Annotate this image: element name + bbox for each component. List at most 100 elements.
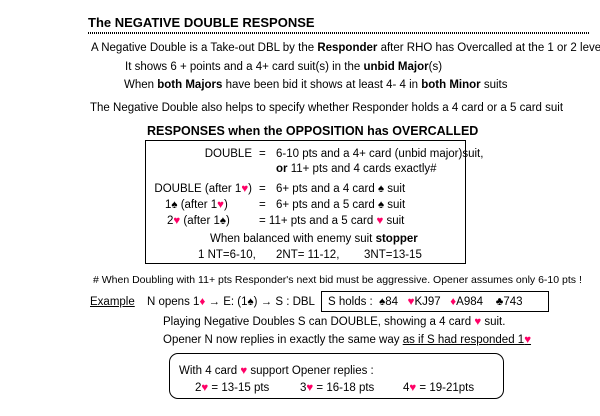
text-segment: It shows 6 + points and a 4+ card suit(s… xyxy=(125,61,364,73)
spade-icon: ♠ xyxy=(171,199,178,211)
text-segment: ) xyxy=(223,199,228,211)
text-segment: (after 1 xyxy=(177,199,218,211)
text-segment: A Negative Double is a Take-out DBL by t… xyxy=(91,42,318,54)
responses-heading: RESPONSES when the OPPOSITION has OVERCA… xyxy=(147,124,479,138)
text-segment: = 11+ pts and a 5 card xyxy=(259,215,377,227)
page-title: The NEGATIVE DOUBLE RESPONSE xyxy=(88,15,315,30)
text-segment: 2 xyxy=(195,382,202,394)
text-segment: 2 xyxy=(167,215,174,227)
r1-label: DOUBLE xyxy=(204,148,252,160)
spade-icon: ♠ xyxy=(247,296,254,308)
responses-box xyxy=(145,140,466,264)
r1b-text: or 11+ pts and 4 cards exactly# xyxy=(276,162,437,176)
heart-icon: ♥ xyxy=(201,382,209,394)
spade-icon: ♠ xyxy=(379,296,386,308)
nt3: 3NT=13-15 xyxy=(364,249,422,261)
text-segment: When xyxy=(124,79,158,91)
text-segment: = 16-18 pts xyxy=(313,382,375,394)
r2-label: DOUBLE (after 1♥) xyxy=(154,182,252,196)
text-segment: = 13-15 pts xyxy=(208,382,270,394)
text-segment: When balanced with enemy suit xyxy=(210,233,376,245)
text-segment: A984 xyxy=(456,296,484,308)
text-segment: 1 xyxy=(165,199,172,211)
text-segment: S holds : xyxy=(328,296,373,308)
text-segment: DOUBLE (after 1 xyxy=(154,183,242,195)
heart-icon: ♥ xyxy=(173,215,181,227)
opener-line: Opener N now replies in exactly the same… xyxy=(163,333,531,347)
text-segment: suits xyxy=(480,79,508,91)
text-segment: have been bid it shows at least 4- 4 in xyxy=(222,79,422,91)
text-segment: ) xyxy=(248,183,252,195)
intro-line-1: A Negative Double is a Take-out DBL by t… xyxy=(91,41,600,55)
heart-icon: ♥ xyxy=(474,316,482,328)
text-segment: Responder xyxy=(317,42,378,54)
spade-icon: ♠ xyxy=(377,183,385,195)
diamond-icon: ♦ xyxy=(199,296,206,308)
equals: = xyxy=(259,199,266,211)
playing-line: Playing Negative Doubles S can DOUBLE, s… xyxy=(163,315,505,329)
text-segment: after RHO has Overcalled at the 1 or 2 l… xyxy=(377,42,600,54)
s-holding: S holds : ♠84 ♥KJ97 ♦A984 ♣743 xyxy=(328,295,523,309)
text-segment: suit. xyxy=(481,316,506,328)
r3-label: 1♠ (after 1♥) xyxy=(165,198,228,212)
heart-icon: ♥ xyxy=(240,365,248,377)
text-segment: suit xyxy=(384,199,406,211)
support-option-2h: 2♥ = 13-15 pts xyxy=(195,381,269,395)
text-segment: as if S had responded 1 xyxy=(402,334,525,346)
text-segment: suit xyxy=(383,215,405,227)
heart-icon: ♥ xyxy=(241,183,249,195)
holding-box xyxy=(321,291,549,312)
nt2: 2NT= 11-12, xyxy=(276,249,340,261)
r3-text: 6+ pts and a 5 card ♠ suit xyxy=(276,198,405,212)
text-segment: or xyxy=(276,163,288,175)
heart-icon: ♥ xyxy=(376,215,384,227)
text-segment: = 19-21pts xyxy=(416,382,475,394)
support-option-3h: 3♥ = 16-18 pts xyxy=(300,381,374,395)
text-segment: KJ97 xyxy=(414,296,441,308)
equals: = xyxy=(259,148,266,160)
text-segment: ) xyxy=(225,215,230,227)
spade-icon: ♠ xyxy=(377,199,385,211)
text-segment: unbid Major xyxy=(363,61,429,73)
heart-icon: ♥ xyxy=(524,334,532,346)
example-sequence: N opens 1♦ → E: (1♠) → S : DBL xyxy=(147,295,315,309)
heart-icon: ♥ xyxy=(407,296,415,308)
text-segment: N opens 1 xyxy=(147,296,200,308)
text-segment: both Minor xyxy=(421,79,481,91)
club-icon: ♣ xyxy=(495,296,504,308)
text-segment: 11+ pts and 4 cards exactly# xyxy=(287,163,437,175)
intro-line-2: It shows 6 + points and a 4+ card suit(s… xyxy=(125,60,442,74)
text-segment: Playing Negative Doubles S can DOUBLE, s… xyxy=(163,316,475,328)
text-segment: With 4 card xyxy=(179,365,241,377)
heart-icon: ♥ xyxy=(409,382,417,394)
r4-text: = 11+ pts and a 5 card ♥ suit xyxy=(259,214,404,228)
heart-icon: ♥ xyxy=(306,382,314,394)
spade-icon: ♠ xyxy=(219,215,226,227)
dotted-divider xyxy=(88,32,590,34)
equals: = xyxy=(259,183,266,195)
r4-label: 2♥ (after 1♠) xyxy=(167,214,230,228)
text-segment: suit xyxy=(384,183,406,195)
r1-text: 6-10 pts and a 4+ card (unbid major)suit… xyxy=(276,148,484,160)
text-segment: as if S had responded 1♥ xyxy=(403,334,531,346)
heart-icon: ♥ xyxy=(217,199,224,211)
support-heading: With 4 card ♥ support Opener replies : xyxy=(179,364,374,378)
r2-text: 6+ pts and a 4 card ♠ suit xyxy=(276,182,405,196)
support-box xyxy=(169,353,504,399)
text-segment: → E: (1 xyxy=(205,296,248,308)
text-segment: 743 xyxy=(503,296,523,308)
text-segment: (after 1 xyxy=(180,215,220,227)
text-segment: stopper xyxy=(375,233,418,245)
intro-line-3: When both Majors have been bid it shows … xyxy=(124,78,508,92)
text-segment: 4 xyxy=(403,382,410,394)
text-segment: Opener N now replies in exactly the same… xyxy=(163,334,403,346)
text-segment: 84 xyxy=(385,296,399,308)
diamond-icon: ♦ xyxy=(450,296,457,308)
text-segment: 6+ pts and a 4 card xyxy=(276,183,378,195)
support-option-4h: 4♥ = 19-21pts xyxy=(403,381,474,395)
text-segment: both Majors xyxy=(157,79,223,91)
text-segment: (s) xyxy=(428,61,443,73)
text-segment: ) → S : DBL xyxy=(253,296,315,308)
text-segment: 6+ pts and a 5 card xyxy=(276,199,378,211)
